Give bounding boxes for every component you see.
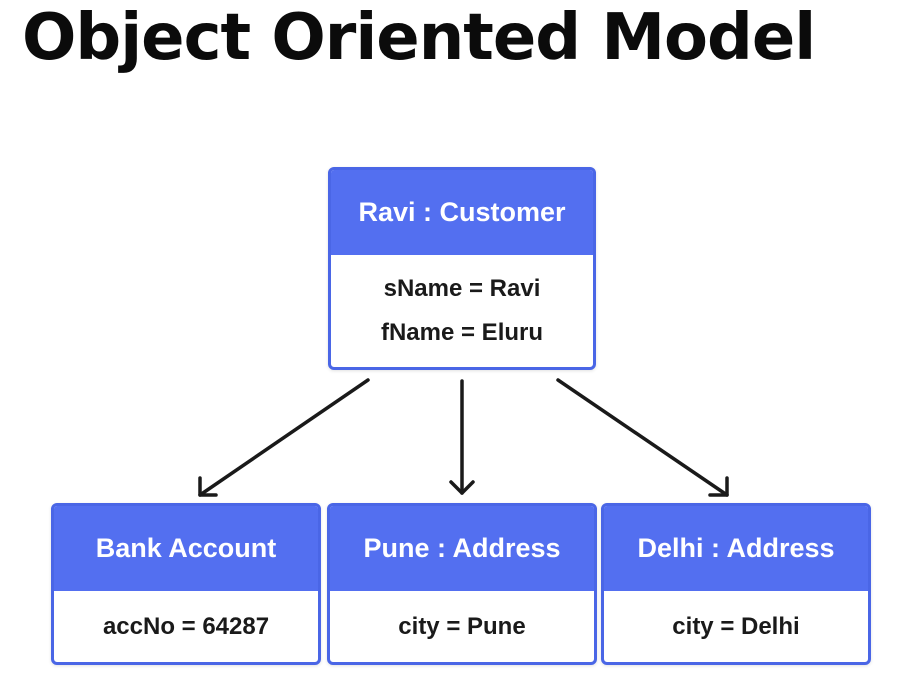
pune-address-object-box: Pune : Address city = Pune — [327, 503, 597, 665]
attribute-sname: sName = Ravi — [383, 275, 541, 302]
pune-address-object-header: Pune : Address — [330, 506, 594, 591]
attribute-city-pune: city = Pune — [398, 612, 526, 640]
delhi-address-object-attributes: city = Delhi — [604, 591, 868, 662]
attribute-city-delhi: city = Delhi — [672, 612, 800, 640]
arrow-to-pune-address — [449, 379, 475, 495]
attribute-accno: accNo = 64287 — [102, 612, 270, 640]
customer-object-attributes: sName = Ravi fName = Eluru — [331, 255, 593, 367]
attribute-fname: fName = Eluru — [380, 319, 544, 346]
delhi-address-object-box: Delhi : Address city = Delhi — [601, 503, 871, 665]
bank-account-object-header: Bank Account — [54, 506, 318, 591]
delhi-address-object-header: Delhi : Address — [604, 506, 868, 591]
customer-object-box: Ravi : Customer sName = Ravi fName = Elu… — [328, 167, 596, 370]
pune-address-object-attributes: city = Pune — [330, 591, 594, 662]
page-title: Object Oriented Model — [22, 1, 816, 75]
arrow-to-bank-account — [198, 378, 370, 497]
arrow-to-delhi-address — [556, 378, 729, 497]
bank-account-object-box: Bank Account accNo = 64287 — [51, 503, 321, 665]
customer-object-header: Ravi : Customer — [331, 170, 593, 255]
bank-account-object-attributes: accNo = 64287 — [54, 591, 318, 662]
